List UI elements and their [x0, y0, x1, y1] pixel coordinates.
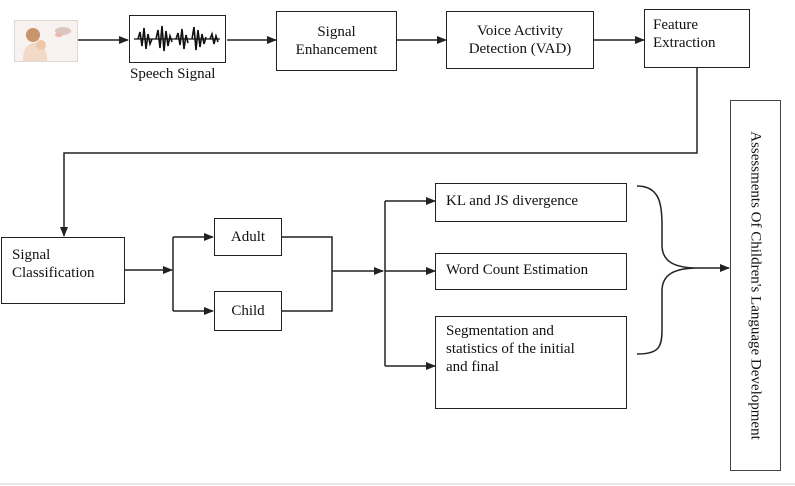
signal-enhancement-line-2: Enhancement [295, 42, 378, 58]
signal-classification-box: Signal Classification [1, 237, 125, 304]
mother-child-photo-icon [15, 21, 77, 61]
feature-extraction-box: Feature Extraction [644, 9, 750, 68]
signal-enhancement-box: Signal Enhancement [276, 11, 397, 71]
feature-extraction-line-2: Extraction [653, 35, 716, 51]
vad-line-2: Detection (VAD) [468, 41, 572, 57]
feature-extraction-line-1: Feature [653, 17, 698, 33]
child-label: Child [231, 303, 265, 319]
word-count-box: Word Count Estimation [435, 253, 627, 290]
kl-js-box: KL and JS divergence [435, 183, 627, 222]
speech-signal-label: Speech Signal [130, 66, 216, 82]
vad-line-1: Voice Activity [477, 23, 563, 39]
segmentation-box: Segmentation and statistics of the initi… [435, 316, 627, 409]
speech-signal-box [129, 15, 226, 63]
vad-box: Voice Activity Detection (VAD) [446, 11, 594, 69]
child-box: Child [214, 291, 282, 331]
input-photo [14, 20, 78, 62]
adult-label: Adult [230, 229, 266, 245]
assessment-box: Assessments Of Children's Language Devel… [730, 100, 781, 471]
signal-enhancement-line-1: Signal [317, 24, 356, 40]
signal-classification-line-2: Classification [12, 265, 95, 281]
curly-brace [636, 185, 699, 355]
adult-box: Adult [214, 218, 282, 256]
speech-waveform-icon [134, 25, 220, 52]
segmentation-line-1: Segmentation and [446, 323, 554, 339]
word-count-label: Word Count Estimation [446, 262, 589, 278]
kl-js-label: KL and JS divergence [446, 193, 579, 209]
signal-classification-line-1: Signal [12, 247, 51, 263]
segmentation-line-3: and final [446, 359, 499, 375]
assessment-label: Assessments Of Children's Language Devel… [748, 131, 765, 440]
arrow-feature-to-classification [60, 68, 698, 237]
segmentation-line-2: statistics of the initial [446, 341, 575, 357]
